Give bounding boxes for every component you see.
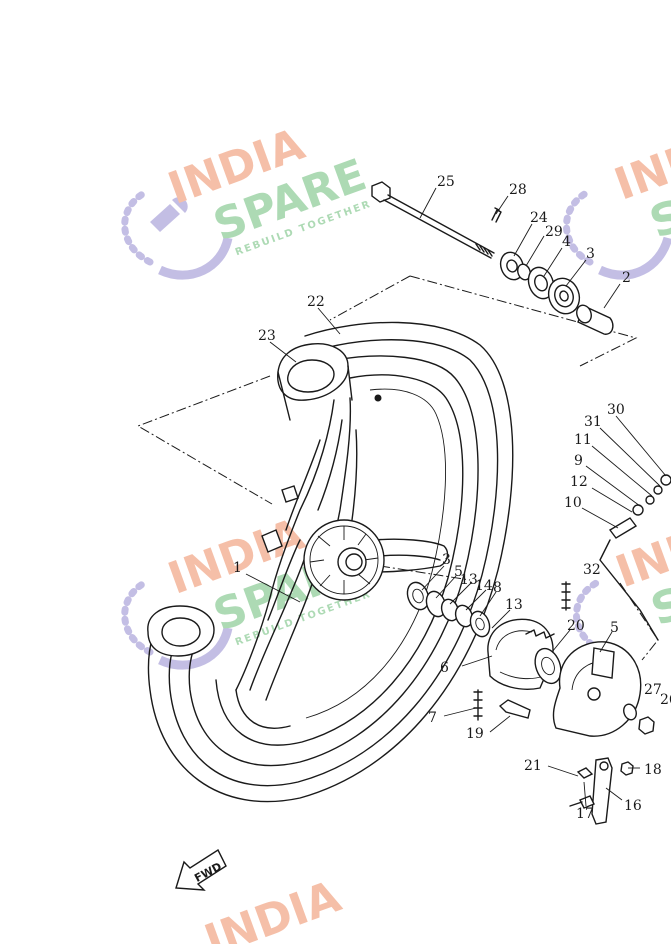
- leader-lines: [245, 187, 667, 807]
- watermark-bottom: INDIA: [198, 871, 347, 944]
- watermark-bottom-line1: INDIA: [198, 871, 347, 944]
- forward-direction-arrow-icon: FWD: [175, 848, 227, 891]
- callout-27: 27: [644, 682, 662, 698]
- watermark-top: INDIA SPARE REBUILD TOGETHER: [121, 119, 373, 280]
- callout-9: 9: [574, 453, 583, 469]
- callout-19: 19: [466, 726, 484, 742]
- wheel-tire-illustration: [147, 321, 514, 803]
- callout-2: 2: [622, 270, 631, 286]
- callout-5-brake: 5: [610, 620, 619, 636]
- callout-32: 32: [583, 562, 601, 578]
- callout-31: 31: [584, 414, 602, 430]
- callout-30: 30: [607, 402, 625, 418]
- callout-1: 1: [233, 560, 242, 576]
- callout-28: 28: [509, 182, 527, 198]
- callout-5-hub: 5: [454, 564, 463, 580]
- callout-8: 8: [493, 580, 502, 596]
- callout-16: 16: [624, 798, 642, 814]
- callout-29: 29: [545, 224, 563, 240]
- axle-shaft: [371, 181, 495, 259]
- watermark-logo-icon: [121, 188, 233, 280]
- watermark-right-top: INDIA SPARE: [563, 115, 671, 280]
- callout-labels: 25 28 24 29 4 3 2 22 23 30 31 11 9 12 10…: [233, 174, 671, 822]
- callout-17: 17: [576, 806, 594, 822]
- axle-side-parts: [491, 207, 614, 335]
- callout-3-top: 3: [586, 246, 595, 262]
- callout-11: 11: [574, 432, 592, 448]
- speedometer-drive-parts: [599, 474, 671, 641]
- callout-25: 25: [437, 174, 455, 190]
- callout-13-hub: 13: [460, 572, 478, 588]
- callout-4: 4: [562, 234, 571, 250]
- callout-24: 24: [530, 210, 548, 226]
- callout-13-brake: 13: [505, 597, 523, 613]
- callout-14: 14: [475, 578, 493, 594]
- callout-20: 20: [567, 618, 585, 634]
- callout-21: 21: [524, 758, 542, 774]
- callout-6: 6: [440, 660, 449, 676]
- callout-26: 26: [660, 692, 671, 708]
- callout-23: 23: [258, 328, 276, 344]
- callout-12: 12: [570, 474, 588, 490]
- callout-22: 22: [307, 294, 325, 310]
- callout-3-hub: 3: [442, 552, 451, 568]
- brake-assembly: [473, 581, 655, 825]
- callout-18: 18: [644, 762, 662, 778]
- callout-10: 10: [564, 495, 582, 511]
- callout-7: 7: [428, 710, 437, 726]
